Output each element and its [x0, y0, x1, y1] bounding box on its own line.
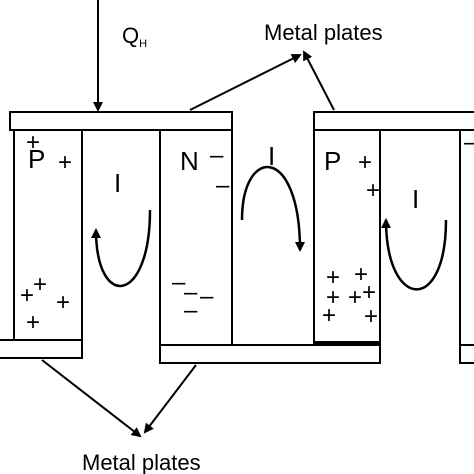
plus-sign: +	[326, 264, 340, 291]
plus-sign: +	[362, 279, 376, 306]
minus-sign: –	[172, 269, 186, 296]
plus-sign: +	[33, 271, 47, 298]
top-metal-plate-left	[9, 111, 233, 131]
leg-label-n: N	[180, 146, 199, 176]
minus-sign: –	[200, 283, 214, 310]
plus-sign: +	[358, 149, 372, 176]
plus-sign: +	[354, 261, 368, 288]
plus-sign: +	[364, 303, 378, 330]
current-loop-2	[240, 165, 305, 252]
pointer-top-right	[303, 50, 335, 111]
current-label-2: I	[268, 141, 275, 171]
bottom-metal-plate-right	[459, 344, 474, 364]
leg-label-p-2: P	[324, 146, 341, 176]
pointer-top-left	[189, 54, 302, 111]
plus-sign: +	[58, 149, 72, 176]
plus-sign: +	[20, 282, 34, 309]
p-leg-1	[13, 129, 83, 341]
n-leg	[159, 129, 233, 346]
pointer-bottom-right	[143, 364, 197, 434]
heat-label: QH	[122, 23, 147, 50]
current-label-3: I	[412, 184, 419, 214]
current-loop-3	[381, 218, 448, 291]
minus-sign: –	[210, 142, 224, 169]
top-metal-plate-right	[313, 111, 474, 131]
plus-sign: +	[366, 177, 380, 204]
minus-sign: –	[216, 172, 230, 199]
minus-sign: –	[184, 297, 198, 324]
metal-plates-label-bottom: Metal plates	[82, 450, 201, 474]
plus-sign: +	[26, 129, 40, 156]
current-loop-1	[91, 209, 152, 288]
bottom-metal-plate-left	[0, 339, 83, 359]
plus-sign: +	[26, 309, 40, 336]
pointer-bottom-left	[41, 359, 142, 438]
plus-sign: +	[322, 302, 336, 329]
minus-sign: –	[464, 129, 474, 156]
p-leg-2	[313, 129, 381, 346]
leg-label-p-1: P	[28, 144, 45, 174]
minus-sign: –	[184, 279, 198, 306]
bottom-metal-plate-middle	[159, 344, 381, 364]
plus-sign: +	[348, 284, 362, 311]
metal-plates-label-top: Metal plates	[264, 20, 383, 45]
current-label-1: I	[114, 168, 121, 198]
plus-sign: +	[326, 284, 340, 311]
plus-sign: +	[56, 289, 70, 316]
